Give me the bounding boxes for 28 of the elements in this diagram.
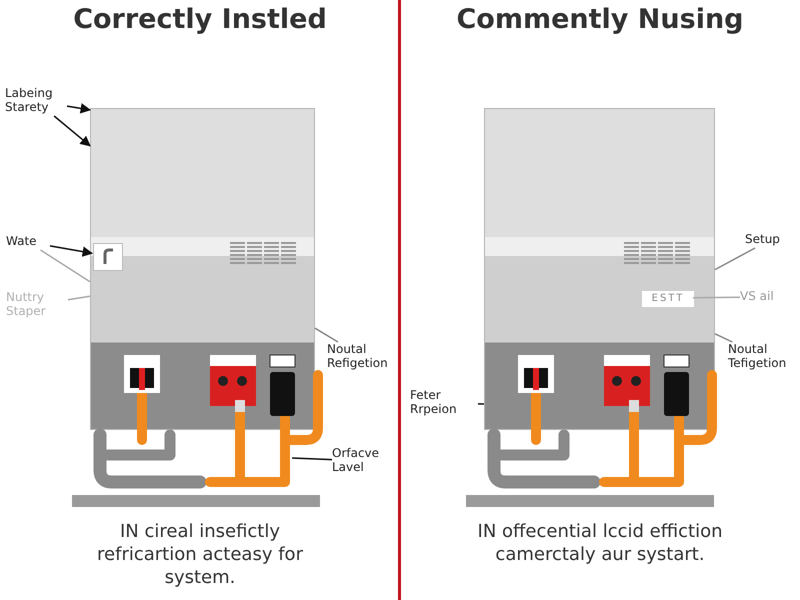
panel-heading: Correctly Instled — [72, 4, 328, 35]
panel-heading: Commently Nusing — [455, 4, 745, 35]
leader-line — [714, 333, 733, 343]
callout-label: VS ail — [740, 289, 795, 305]
callout-label: Wate — [6, 234, 50, 250]
leader-line — [478, 403, 484, 405]
leader-line — [714, 247, 756, 270]
leader-line — [68, 295, 90, 301]
leader-line — [50, 245, 94, 257]
leader-line — [693, 296, 740, 298]
callout-label: Noutal Tefigetion — [728, 342, 800, 372]
leader-line — [40, 249, 90, 282]
callout-label: Orfacve Lavel — [332, 446, 398, 476]
tap-icon — [93, 243, 123, 271]
leader-line — [54, 115, 91, 146]
nameplate: ESTT — [642, 291, 694, 307]
callout-label: Setup — [745, 232, 795, 248]
caption-text: IN offecential lccid effiction camerctaly aur systart. — [476, 520, 724, 566]
leader-line — [314, 328, 338, 343]
callout-label: Labeing Starety — [5, 86, 67, 116]
leader-line — [292, 457, 332, 460]
water-heater-cabinet — [90, 108, 315, 430]
callout-label: Noutal Refigetion — [327, 342, 399, 372]
leader-line — [66, 103, 92, 114]
caption-text: IN cireal insefictly refricartion acteasy for system. — [96, 520, 304, 589]
water-heater-cabinet — [484, 108, 715, 430]
callout-label: Nuttry Staper — [6, 290, 68, 320]
callout-label: Feter Rrpeion — [410, 388, 478, 418]
